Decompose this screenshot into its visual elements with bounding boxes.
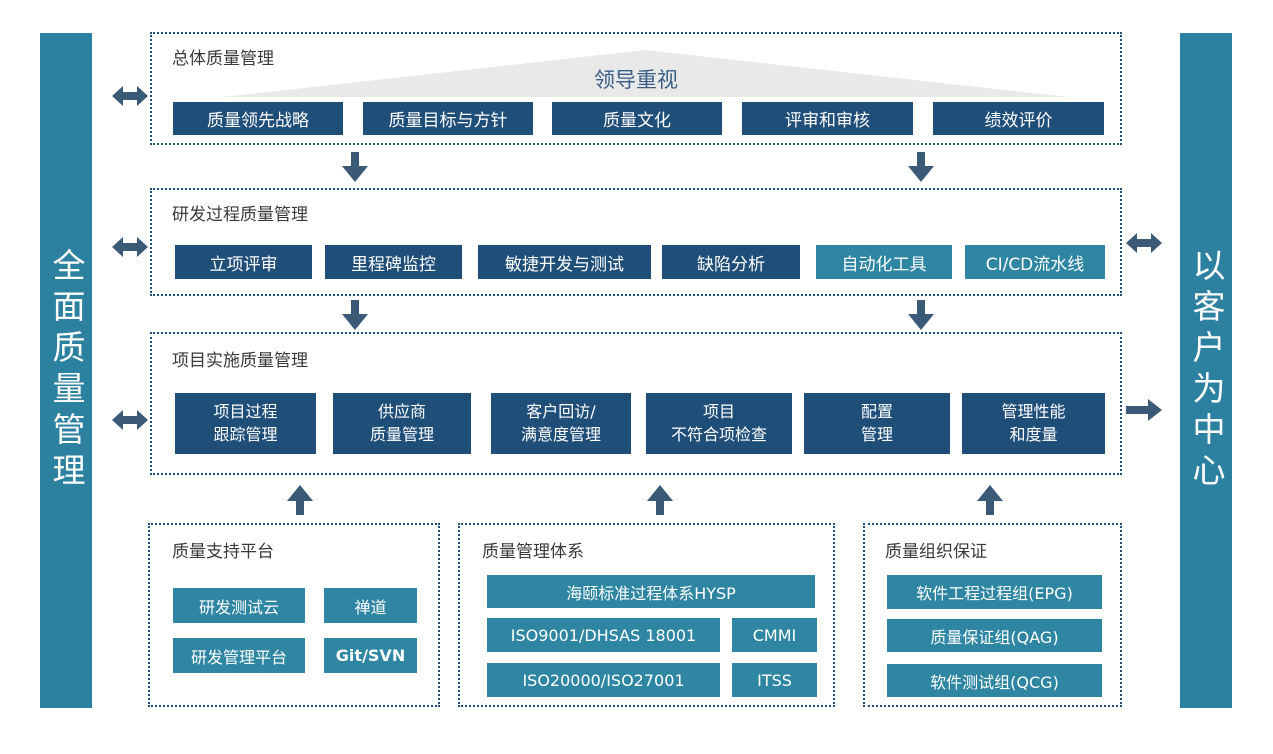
btn-agile-dev-test: 敏捷开发与测试: [478, 245, 651, 279]
btn-project-approval-review: 立项评审: [175, 245, 312, 279]
btn-quality-goals-policy: 质量目标与方针: [363, 102, 533, 135]
up-arrow-icon: [976, 485, 1004, 515]
btn-line: 和度量: [1009, 424, 1058, 444]
btn-line: 管理: [860, 424, 893, 444]
section-overall: 总体质量管理 领导重视 质量领先战略 质量目标与方针 质量文化 评审和审核 绩效…: [150, 32, 1122, 145]
btn-line: 配置: [860, 402, 893, 422]
section-rd: 研发过程质量管理 立项评审 里程碑监控 敏捷开发与测试 缺陷分析 自动化工具 C…: [150, 188, 1122, 296]
btn-quality-culture: 质量文化: [552, 102, 722, 135]
left-right-arrow-icon: [112, 235, 148, 259]
left-right-arrow-icon: [112, 84, 148, 108]
btn-line: 管理性能: [1001, 402, 1066, 422]
right-banner-text: 以客户为中心: [1187, 247, 1226, 494]
section-platform-title: 质量支持平台: [172, 542, 274, 562]
btn-line: 客户回访/: [526, 402, 596, 422]
btn-supplier-quality: 供应商 质量管理: [333, 393, 471, 454]
btn-line: 满意度管理: [520, 424, 601, 444]
btn-rd-management-platform: 研发管理平台: [173, 638, 305, 673]
btn-cicd-pipeline: CI/CD流水线: [965, 245, 1105, 279]
btn-hysp-standard-process: 海颐标准过程体系HYSP: [487, 575, 815, 608]
btn-qcg-group: 软件测试组(QCG): [887, 664, 1102, 697]
up-arrow-icon: [646, 485, 674, 515]
btn-project-nonconformity-check: 项目 不符合项检查: [646, 393, 792, 454]
leadership-label: 领导重视: [594, 68, 678, 92]
btn-git-svn: Git/SVN: [324, 638, 417, 673]
left-right-arrow-icon: [112, 408, 148, 432]
right-banner: 以客户为中心: [1180, 33, 1232, 708]
btn-line: 不符合项检查: [670, 424, 767, 444]
btn-performance-evaluation: 绩效评价: [933, 102, 1104, 135]
btn-quality-leading-strategy: 质量领先战略: [173, 102, 343, 135]
down-arrow-icon: [907, 300, 935, 330]
btn-milestone-monitoring: 里程碑监控: [325, 245, 462, 279]
right-arrow-icon: [1126, 399, 1162, 421]
btn-itss: ITSS: [732, 663, 817, 697]
section-overall-title: 总体质量管理: [172, 49, 274, 69]
down-arrow-icon: [341, 152, 369, 182]
btn-qag-group: 质量保证组(QAG): [887, 619, 1102, 652]
btn-defect-analysis: 缺陷分析: [662, 245, 800, 279]
section-project-title: 项目实施质量管理: [172, 351, 308, 371]
up-arrow-icon: [286, 485, 314, 515]
btn-line: 项目过程: [213, 402, 278, 422]
left-right-arrow-icon: [1126, 231, 1162, 255]
btn-cmmi: CMMI: [732, 618, 817, 652]
section-platform: 质量支持平台 研发测试云 禅道 研发管理平台 Git/SVN: [148, 523, 440, 707]
btn-automation-tools: 自动化工具: [816, 245, 952, 279]
left-banner: 全面质量管理: [40, 33, 92, 708]
down-arrow-icon: [907, 152, 935, 182]
btn-review-audit: 评审和审核: [742, 102, 913, 135]
btn-iso9001-dhsas18001: ISO9001/DHSAS 18001: [487, 618, 720, 652]
btn-line: 供应商: [377, 402, 426, 422]
btn-customer-visit-satisfaction: 客户回访/ 满意度管理: [491, 393, 631, 454]
btn-line: 项目: [702, 402, 735, 422]
section-org-title: 质量组织保证: [885, 542, 987, 562]
section-system-title: 质量管理体系: [482, 542, 584, 562]
left-banner-text: 全面质量管理: [47, 247, 86, 494]
btn-rd-test-cloud: 研发测试云: [173, 588, 305, 623]
btn-configuration-management: 配置 管理: [804, 393, 950, 454]
btn-project-process-tracking: 项目过程 跟踪管理: [175, 393, 316, 454]
section-project: 项目实施质量管理 项目过程 跟踪管理 供应商 质量管理 客户回访/ 满意度管理 …: [150, 332, 1122, 475]
section-org: 质量组织保证 软件工程过程组(EPG) 质量保证组(QAG) 软件测试组(QCG…: [863, 523, 1122, 707]
btn-epg-group: 软件工程过程组(EPG): [887, 575, 1102, 609]
section-rd-title: 研发过程质量管理: [172, 205, 308, 225]
section-system: 质量管理体系 海颐标准过程体系HYSP ISO9001/DHSAS 18001 …: [458, 523, 835, 707]
down-arrow-icon: [341, 300, 369, 330]
btn-iso20000-iso27001: ISO20000/ISO27001: [487, 663, 720, 697]
btn-performance-measurement: 管理性能 和度量: [962, 393, 1105, 454]
btn-line: 跟踪管理: [213, 424, 278, 444]
btn-line: 质量管理: [369, 424, 434, 444]
btn-zentao: 禅道: [324, 588, 417, 623]
